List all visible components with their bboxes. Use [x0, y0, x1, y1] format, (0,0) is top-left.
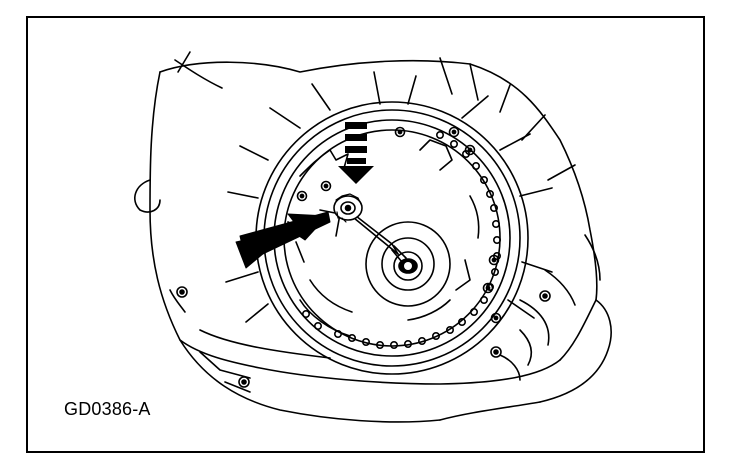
- pump-body: [273, 119, 511, 357]
- dashed-down-arrow-icon: [338, 122, 374, 184]
- pump-holes: [296, 126, 502, 349]
- figure-caption: GD0386-A: [64, 399, 151, 419]
- transmission-housing: [134, 51, 612, 423]
- alignment-tool: [333, 193, 407, 263]
- housing-bolts: [176, 286, 551, 388]
- wide-arrow-icon: [235, 211, 331, 269]
- input-shaft-hub: [365, 221, 451, 307]
- figure-frame: [26, 16, 705, 453]
